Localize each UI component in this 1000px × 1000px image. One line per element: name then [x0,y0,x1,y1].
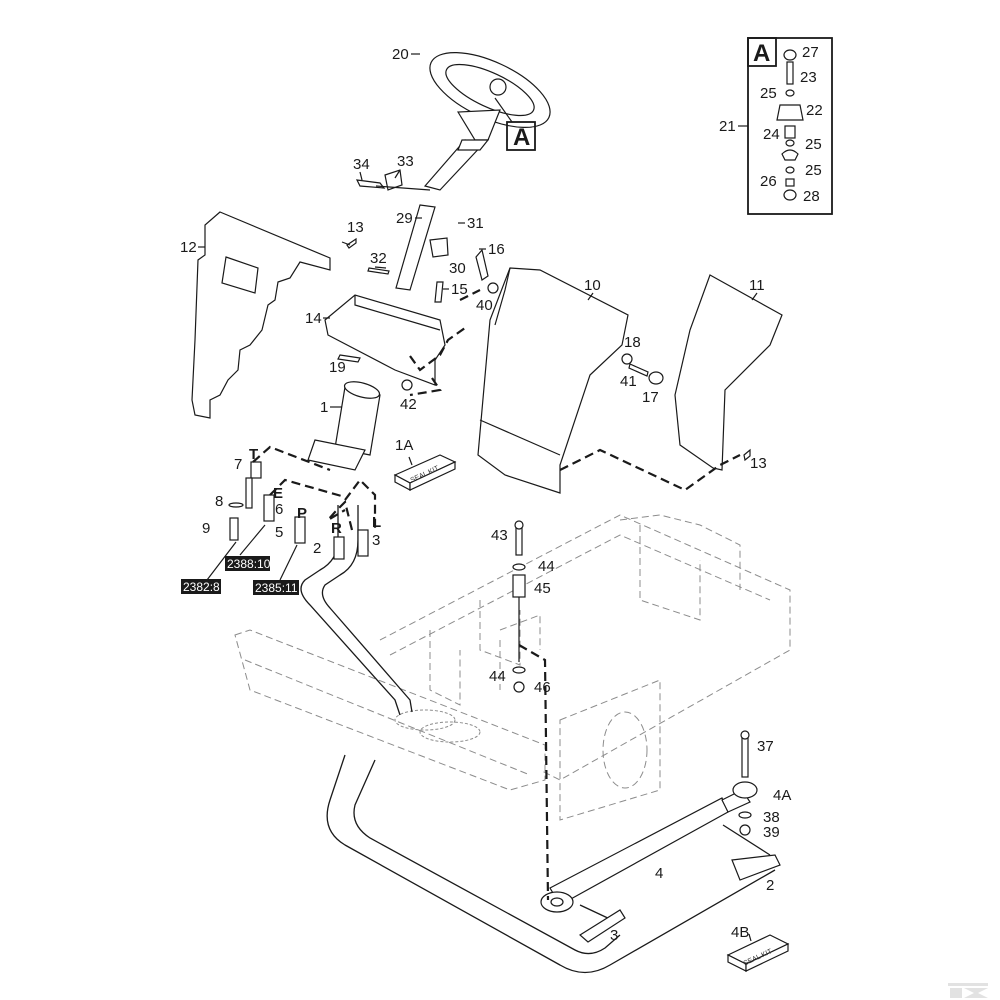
port-R: R [331,520,342,537]
port-E: E [273,485,283,502]
callout-number: 4A [773,787,791,804]
callout-number: 23 [800,69,817,86]
callout-number: 3 [610,927,618,944]
detail-item-labels: 27 23 25 22 24 25 25 26 28 21 [719,44,823,205]
callout-leaders [198,53,758,408]
brand-logo [948,983,988,998]
callout-number: 37 [757,738,774,755]
callout-number: 32 [370,250,387,267]
callout-number: 34 [353,156,370,173]
callout-number: 39 [763,824,780,841]
reference-2385-11[interactable]: 2385:11 [253,580,299,595]
callout-number: 4B [731,924,749,941]
port-P: P [297,505,307,522]
callout-number: 15 [451,281,468,298]
port-T: T [249,446,258,463]
steering-unit-1 [307,381,381,471]
callout-labels: 20 34 33 29 31 13 12 32 30 16 15 40 14 1… [180,46,791,944]
cylinder-hose-3 [578,904,626,943]
callout-number: 2 [766,877,774,894]
detail-view-a: A [738,37,833,215]
callout-number: 17 [642,389,659,406]
callout-number: 3 [372,532,380,549]
callout-number: 24 [763,126,780,143]
small-parts [337,169,751,462]
callout-number: 9 [202,520,210,537]
callout-number: 28 [803,188,820,205]
callout-number: 6 [275,501,283,518]
chassis-frame-ghost [234,514,791,821]
pivot-hardware [738,730,752,836]
reference-leaders [206,524,298,581]
port-L: L [372,514,381,531]
connection-lines [252,289,741,901]
callout-number: 13 [750,455,767,472]
callout-number: 2 [313,540,321,557]
callout-number: 25 [805,162,822,179]
callout-number: 18 [624,334,641,351]
callout-number: 38 [763,809,780,826]
callout-number: 25 [805,136,822,153]
callout-number: 5 [275,524,283,541]
port-labels: T E P R L [249,446,381,537]
callout-number: 2385:11 [255,581,298,595]
step-tread [394,709,481,743]
seal-kit-4B[interactable]: SEAL KIT [726,933,790,972]
callout-number: 2388:10 [227,557,271,571]
callout-number: 16 [488,241,505,258]
callout-number: 26 [760,173,777,190]
callout-number: 44 [489,668,506,685]
reference-2388-10[interactable]: 2388:10 [225,556,271,571]
callout-number: 27 [802,44,819,61]
hose-loop [300,505,776,974]
callout-number: 12 [180,239,197,256]
callout-number: 2382:8 [183,580,220,594]
callout-number: 8 [215,493,223,510]
callout-number: 1A [395,437,413,454]
callout-number: 33 [397,153,414,170]
callout-number: 31 [467,215,484,232]
callout-number: 25 [760,85,777,102]
mount-hardware [512,520,526,693]
callout-number: 22 [806,102,823,119]
bracket-10 [477,267,629,494]
detail-callout-a[interactable]: A [494,97,536,151]
callout-number: 13 [347,219,364,236]
callout-number: 7 [234,456,242,473]
cylinder-hose-2 [722,824,781,881]
callout-number: 19 [329,359,346,376]
cylinder-4 [540,781,758,913]
detail-group-label: 21 [719,118,736,135]
callout-number: 46 [534,679,551,696]
callout-number: 4 [655,865,663,882]
callout-number: 14 [305,310,322,327]
callout-number: 11 [749,277,765,294]
detail-callout-label: A [513,124,530,151]
panel-11 [674,274,783,471]
fittings [228,461,369,560]
callout-number: 30 [449,260,466,277]
callout-number: 20 [392,46,409,63]
callout-number: 29 [396,210,413,227]
callout-number: 44 [538,558,555,575]
callout-number: 42 [400,396,417,413]
column-tube-29 [395,204,436,291]
callout-number: 40 [476,297,493,314]
panel-12 [191,211,331,419]
steering-column [423,139,490,191]
callout-number: 1 [320,399,328,416]
detail-badge: A [753,40,770,67]
seal-kit-1A[interactable]: SEAL KIT [393,454,457,491]
callout-number: 41 [620,373,637,390]
callout-number: 43 [491,527,508,544]
callout-number: 10 [584,277,601,294]
steering-wheel [429,52,551,141]
callout-number: 45 [534,580,551,597]
reference-2382-8[interactable]: 2382:8 [181,579,221,594]
